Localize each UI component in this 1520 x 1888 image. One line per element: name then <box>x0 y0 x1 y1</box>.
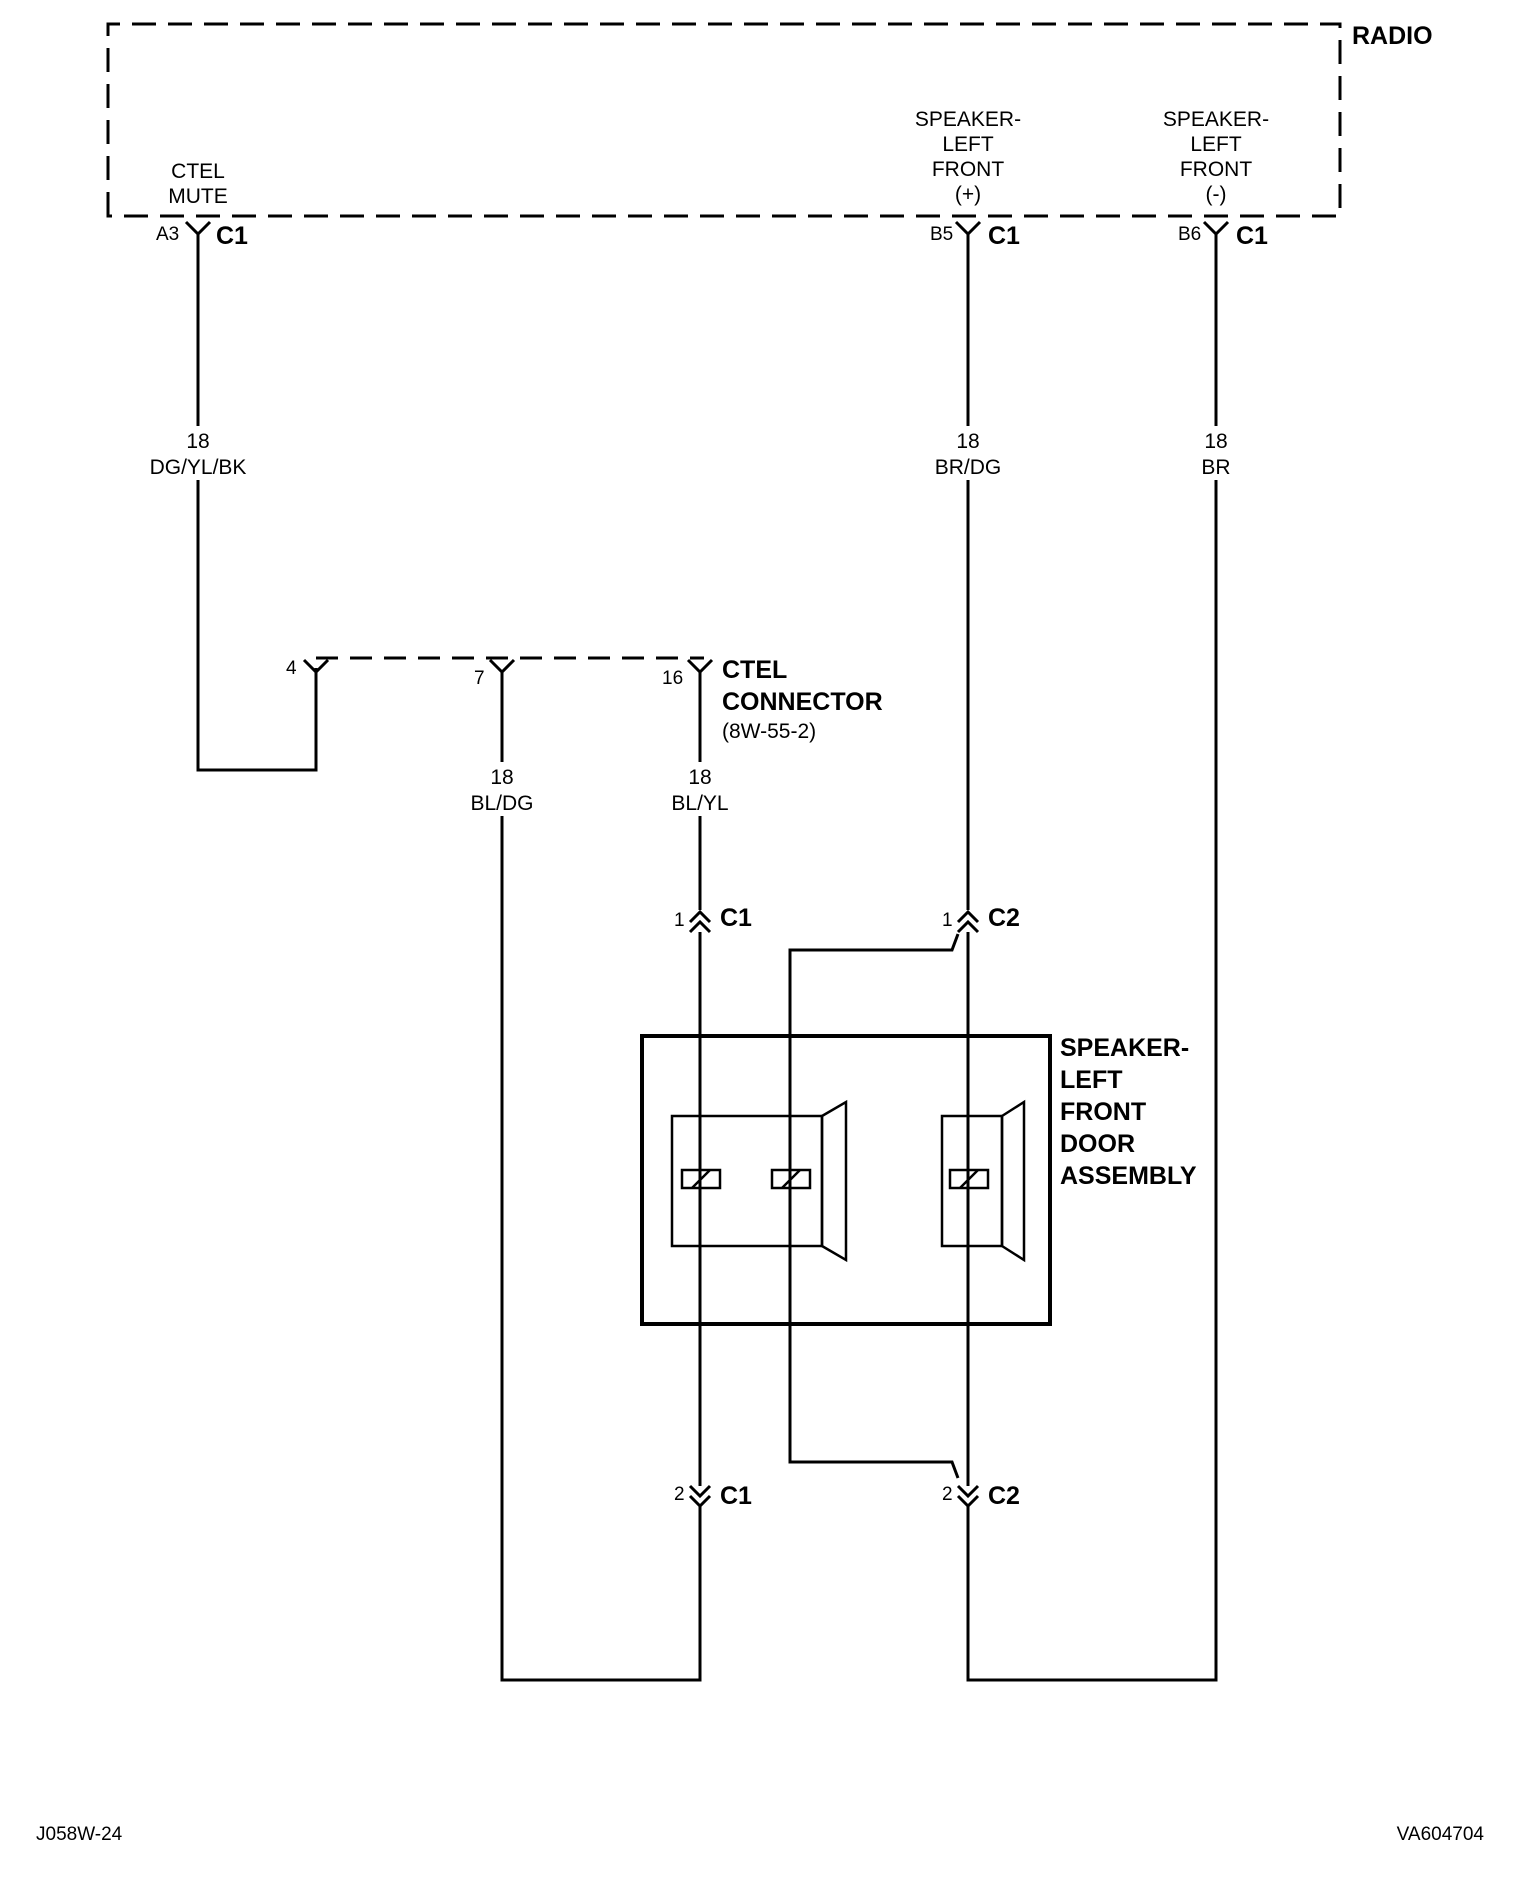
pin-label-line: SPEAKER- <box>915 108 1021 131</box>
wire-gauge: 18 <box>186 430 209 453</box>
speaker-connector-c2-bottom: 2 C2 <box>942 1482 1020 1510</box>
connector-terminal-icon <box>956 909 980 924</box>
pin-number: B6 <box>1178 224 1201 245</box>
connector-terminal-icon <box>688 909 712 924</box>
ctel-connector-ref: (8W-55-2) <box>722 720 816 743</box>
pin-label-line: LEFT <box>942 133 994 156</box>
wire-ctel-7: 18 BL/DG <box>470 672 702 1682</box>
assembly-label-line: SPEAKER- <box>1060 1034 1189 1062</box>
speaker-connector-c2-top: 1 C2 <box>942 904 1020 934</box>
connector-id: C1 <box>720 904 752 932</box>
connector-id: C1 <box>216 222 248 250</box>
assembly-label-line: FRONT <box>1060 1098 1146 1126</box>
wire-color: BR <box>1201 456 1230 479</box>
footer-right-code: VA604704 <box>1397 1824 1485 1845</box>
pin-label-line: FRONT <box>1180 158 1252 181</box>
speaker-left-element-icon <box>670 1099 848 1263</box>
connector-id: C2 <box>988 904 1020 932</box>
connector-terminal-icon <box>956 1494 980 1509</box>
ctel-pin-7: 7 <box>474 668 485 689</box>
speaker-assembly-box <box>640 1034 1052 1326</box>
wire-ctel-mute: 18 DG/YL/BK <box>150 234 318 772</box>
speaker-assembly-label: SPEAKER- LEFT FRONT DOOR ASSEMBLY <box>1060 1034 1197 1190</box>
pin-number: 1 <box>674 910 685 931</box>
pin-label-line: (+) <box>955 183 981 206</box>
speaker-connector-c1-top: 1 C1 <box>674 904 752 934</box>
pin-number: A3 <box>156 224 179 245</box>
pin-number: 1 <box>942 910 953 931</box>
ctel-connector-title: CTEL <box>722 656 787 684</box>
wire-color: BR/DG <box>935 456 1002 479</box>
wire-color: DG/YL/BK <box>150 456 247 479</box>
footer-left-code: J058W-24 <box>36 1824 123 1845</box>
radio-pin-speaker-positive: SPEAKER- LEFT FRONT (+) B5 C1 <box>915 108 1021 250</box>
connector-terminal-icon <box>688 1484 712 1499</box>
pin-label-line: MUTE <box>168 185 228 208</box>
connector-id: C2 <box>988 1482 1020 1510</box>
wire-speaker-positive: 18 BR/DG <box>935 234 1002 910</box>
connector-terminal-icon <box>688 919 712 934</box>
pin-label-line: CTEL <box>171 160 225 183</box>
connector-id: C1 <box>1236 222 1268 250</box>
speaker-internal-wiring <box>698 932 970 1486</box>
radio-dashed-outline <box>106 22 1342 218</box>
connector-terminal-icon <box>688 1494 712 1509</box>
wire-color: BL/DG <box>470 792 533 815</box>
connector-terminal-icon <box>302 658 330 675</box>
ctel-connector-title: CONNECTOR <box>722 688 883 716</box>
assembly-label-line: DOOR <box>1060 1130 1135 1158</box>
pin-label-line: SPEAKER- <box>1163 108 1269 131</box>
ctel-pin-4: 4 <box>286 658 297 679</box>
wire-gauge: 18 <box>1204 430 1227 453</box>
assembly-label-line: ASSEMBLY <box>1060 1162 1197 1190</box>
connector-terminal-icon <box>184 220 212 237</box>
pin-number: B5 <box>930 224 953 245</box>
pin-label-line: LEFT <box>1190 133 1242 156</box>
pin-number: 2 <box>942 1484 953 1505</box>
wire-speaker-negative: 18 BR <box>966 234 1231 1682</box>
wire-ctel-16: 18 BL/YL <box>671 672 729 910</box>
ctel-pin-16: 16 <box>662 668 683 689</box>
speaker-right-element-icon <box>940 1099 1026 1263</box>
radio-pin-speaker-negative: SPEAKER- LEFT FRONT (-) B6 C1 <box>1163 108 1269 250</box>
pin-label-line: (-) <box>1206 183 1227 206</box>
connector-terminal-icon <box>956 1484 980 1499</box>
connector-terminal-icon <box>1202 220 1230 237</box>
wire-gauge: 18 <box>956 430 979 453</box>
connector-terminal-icon <box>956 919 980 934</box>
wire-gauge: 18 <box>490 766 513 789</box>
wire-gauge: 18 <box>688 766 711 789</box>
radio-title: RADIO <box>1352 22 1433 50</box>
connector-terminal-icon <box>954 220 982 237</box>
pin-number: 2 <box>674 1484 685 1505</box>
pin-label-line: FRONT <box>932 158 1004 181</box>
speaker-connector-c1-bottom: 2 C1 <box>674 1482 752 1510</box>
ctel-connector: 4 7 16 CTEL CONNECTOR (8W-55-2) <box>286 656 883 743</box>
wire-color: BL/YL <box>671 792 728 815</box>
connector-id: C1 <box>720 1482 752 1510</box>
connector-id: C1 <box>988 222 1020 250</box>
radio-pin-ctel-mute: CTEL MUTE A3 C1 <box>156 160 248 250</box>
assembly-label-line: LEFT <box>1060 1066 1123 1094</box>
connector-terminal-icon <box>488 658 516 675</box>
connector-terminal-icon <box>686 658 714 675</box>
